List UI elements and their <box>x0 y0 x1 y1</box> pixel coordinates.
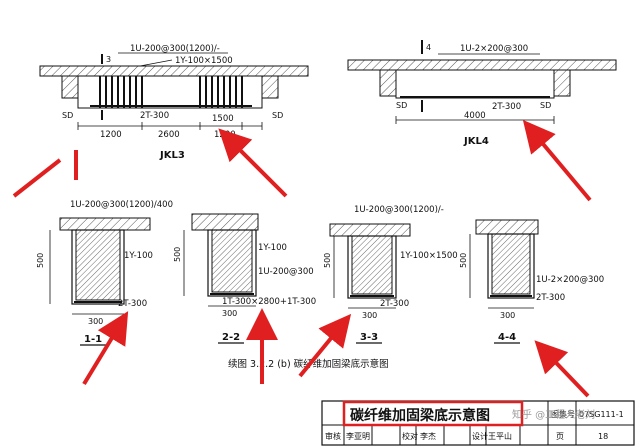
section-id: 1-1 <box>84 334 102 345</box>
atlas-no: 07SG111-1 <box>579 410 624 419</box>
jkl3-elevation: 3 1U-200@300(1200)/- 1Y-100×1500 2T-300 … <box>39 44 309 161</box>
label-b: 1Y-100 <box>124 251 153 261</box>
sd-right: SD <box>540 101 551 110</box>
column-left <box>61 75 79 99</box>
column-right <box>553 69 571 97</box>
page-no: 18 <box>598 432 608 441</box>
dim-height: 500 <box>459 253 468 268</box>
red-arrow <box>82 311 129 386</box>
section-4-4: 500 300 1U-2×200@300 2T-300 4-4 <box>459 219 604 344</box>
section-id: 2-2 <box>222 332 240 343</box>
label-a: 1U-2×200@300 <box>536 275 604 285</box>
beam <box>77 75 263 109</box>
red-arrow <box>12 158 62 198</box>
slab <box>39 65 309 77</box>
dim: 4000 <box>464 111 486 121</box>
title-jkl3: JKL3 <box>159 150 185 161</box>
annotation-arrows <box>12 119 592 398</box>
section-mark: 4 <box>426 43 431 52</box>
dim-width: 300 <box>362 311 377 320</box>
fiber-strips-right <box>199 76 243 108</box>
label-strip: 1Y-100×1500 <box>175 56 233 66</box>
label-reinf: 1U-2×200@300 <box>460 44 528 54</box>
sd-right: SD <box>272 111 283 120</box>
section-3-3: 500 300 1U-200@300(1200)/- 1Y-100×1500 2… <box>323 205 458 344</box>
row-0: 审核 <box>325 431 341 441</box>
dim-width: 300 <box>222 309 237 318</box>
label-b: 1Y-100×1500 <box>400 251 458 261</box>
dim-2: 2600 <box>158 130 180 140</box>
red-arrow <box>534 340 590 398</box>
atlas-label: 图集号 <box>551 409 575 419</box>
dim-height: 500 <box>36 253 45 268</box>
column-right <box>261 75 279 99</box>
row-1: 李亚明 <box>346 431 370 441</box>
jkl4-elevation: 4 1U-2×200@300 2T-300 SD SD 4000 JKL4 <box>347 40 617 147</box>
sd-left: SD <box>62 111 73 120</box>
label-b: 1U-200@300 <box>258 267 314 277</box>
slab <box>347 59 617 71</box>
row-4: 设计 <box>472 431 488 441</box>
label-c: 2T-300 <box>118 299 147 309</box>
red-arrow <box>218 128 288 198</box>
section-1-1: 500 300 1U-200@300(1200)/400 1Y-100 2T-3… <box>36 200 173 346</box>
row-3: 李杰 <box>420 431 436 441</box>
red-arrow <box>522 119 592 202</box>
title-jkl4: JKL4 <box>463 136 489 147</box>
label-a: 1U-200@300(1200)/400 <box>70 200 173 210</box>
title-block-title: 碳纤维加固梁底示意图 <box>350 407 490 424</box>
section-id: 4-4 <box>498 332 516 343</box>
label-bottom: 2T-300 <box>492 102 521 112</box>
label-c: 2T-300 <box>380 299 409 309</box>
section-id: 3-3 <box>360 332 378 343</box>
section-mark: 3 <box>106 55 111 64</box>
row-5: 王平山 <box>488 431 512 441</box>
label-b: 2T-300 <box>536 293 565 303</box>
dim-height: 500 <box>323 253 332 268</box>
column-left <box>379 69 397 97</box>
dim-3: 1500 <box>212 114 234 124</box>
label-c: 1T-300×2800+1T-300 <box>222 297 316 307</box>
page-label: 页 <box>556 432 564 441</box>
red-arrow <box>298 313 352 378</box>
highlight-box <box>342 400 524 427</box>
dim-width: 300 <box>500 311 515 320</box>
section-2-2: 500 300 1Y-100 1U-200@300 1T-300×2800+1T… <box>173 213 316 344</box>
title-block: 碳纤维加固梁底示意图 图集号 07SG111-1 页 18 审核 李亚明 校对 … <box>321 400 635 446</box>
label-a: 1U-200@300(1200)/- <box>354 205 444 215</box>
dim-height: 500 <box>173 247 182 262</box>
dim-width: 300 <box>88 317 103 326</box>
fiber-strips-left <box>99 76 143 108</box>
row-2: 校对 <box>402 431 418 441</box>
label-reinf: 1U-200@300(1200)/- <box>130 44 220 54</box>
sd-left: SD <box>396 101 407 110</box>
label-bottom: 2T-300 <box>140 111 169 121</box>
label-a: 1Y-100 <box>258 243 287 253</box>
beam <box>395 69 555 99</box>
dim-1: 1200 <box>100 130 122 140</box>
watermark: 知乎 @工程人老刘 <box>512 408 595 421</box>
